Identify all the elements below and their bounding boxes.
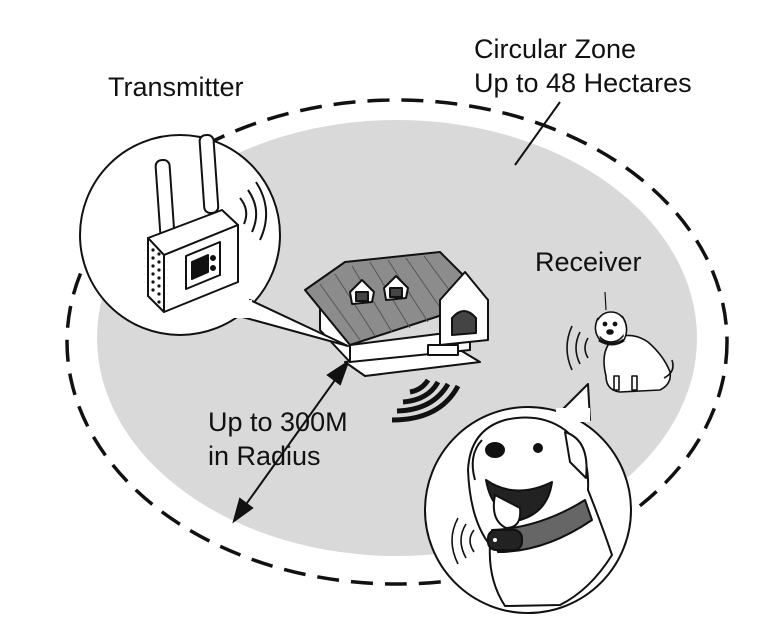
receiver-label-text: Receiver [535, 247, 642, 277]
dog-collar-closeup-icon [467, 416, 613, 607]
radius-label-line2: in Radius [208, 441, 321, 471]
zone-label: Circular Zone Up to 48 Hectares [474, 32, 692, 100]
zone-leader-line [514, 101, 561, 166]
collar-signal-icon [451, 517, 475, 565]
signal-waves-icon [391, 378, 461, 423]
transmitter-label: Transmitter [108, 70, 244, 104]
receiver-label: Receiver [535, 245, 642, 279]
radius-label-line1: Up to 300M [208, 407, 348, 437]
house-icon [304, 251, 489, 377]
double-arrow-icon [232, 359, 350, 524]
receiver-signal-icon [566, 325, 589, 371]
transmitter-device-icon [147, 134, 239, 313]
zone-label-line2: Up to 48 Hectares [474, 68, 692, 98]
zone-label-line1: Circular Zone [474, 34, 637, 64]
transmitter-label-text: Transmitter [108, 72, 244, 102]
zone-boundary [65, 98, 729, 586]
radius-label: Up to 300M in Radius [208, 405, 348, 473]
dog-icon [594, 291, 674, 393]
transmitter-signal-icon [239, 181, 267, 241]
